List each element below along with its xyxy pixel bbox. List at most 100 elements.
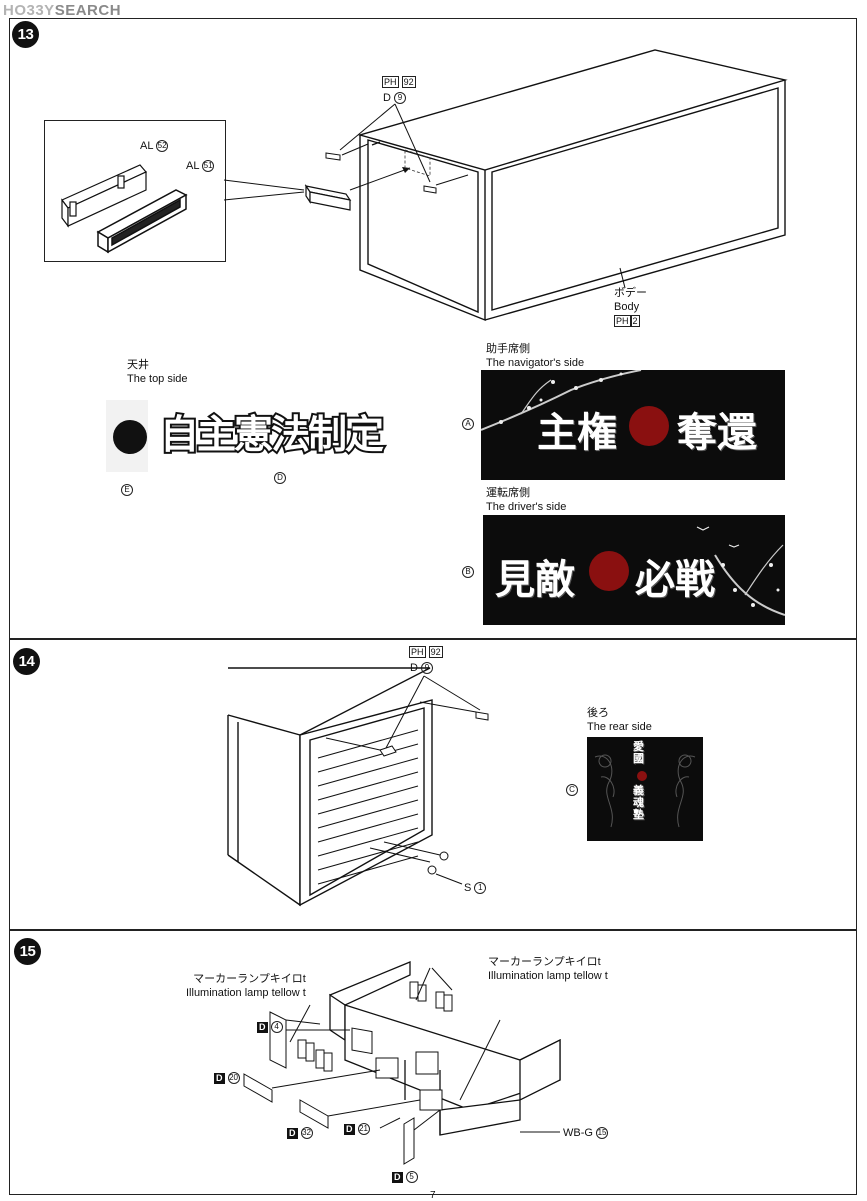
part-s1 (369, 841, 449, 875)
lamp-right-en: Illumination lamp tellow t (488, 970, 608, 982)
driver-decal: 見敵 必戦 (483, 515, 785, 625)
mark-b: B (462, 566, 474, 579)
rear-shutter (317, 729, 419, 885)
lamp-left-label: マーカーランプキイロt Illumination lamp tellow t (186, 972, 306, 1000)
navigator-left-text: 主権 (537, 409, 617, 456)
d32-number: 32 (300, 1127, 313, 1140)
clip-d9-rear (379, 711, 489, 757)
top-side-decal-text-fill: 自主憲法制定 (160, 412, 384, 458)
lamp-right-jp: マーカーランプキイロt (488, 956, 601, 968)
s-part: S (464, 882, 472, 894)
body-tag-number: 2 (630, 315, 640, 328)
d5-tag: D (392, 1171, 403, 1183)
lamp-left-jp: マーカーランプキイロt (193, 973, 306, 985)
step-15-panel (9, 929, 857, 1195)
rear-side-label: 後ろ The rear side (587, 706, 652, 734)
driver-left-text: 見敵 (495, 556, 575, 603)
driver-right-text: 必戦 (635, 556, 715, 603)
step-14-number: 14 (13, 648, 40, 675)
d32-tag: D (287, 1127, 298, 1139)
rear-top-text: 愛國 (633, 740, 644, 765)
bird-branch-icon (696, 526, 785, 616)
mark-d-circle: D (274, 472, 286, 485)
body-label-en: Body (614, 301, 640, 313)
al52-part: AL (140, 140, 154, 152)
ph-tag-14-number: 92 (428, 646, 443, 659)
ph-tag-14: PH (409, 646, 426, 659)
step-14-panel (9, 638, 857, 931)
rear-red-dot (637, 771, 647, 781)
inset-al52-label: AL 52 (140, 140, 169, 153)
al52-number: 52 (156, 140, 169, 153)
d-part-number: 9 (394, 92, 407, 105)
mark-c-circle: C (566, 784, 578, 797)
watermark-suffix: SEARCH (54, 2, 122, 19)
top-side-jp: 天井 (127, 359, 149, 371)
driver-red-dot (589, 551, 629, 591)
d-part-14: D (410, 662, 418, 674)
d-part-14-number: 9 (421, 662, 434, 675)
part-al51 (96, 189, 188, 254)
body-tag: PH (614, 315, 631, 328)
ph-tag: PH (382, 76, 399, 89)
d4-tag: D (257, 1021, 268, 1033)
al51-part: AL (186, 160, 200, 172)
navigator-right-text: 奪還 (677, 409, 757, 456)
mark-b-circle: B (462, 566, 474, 579)
marker-lamps-right (409, 981, 453, 1012)
truck-body (357, 49, 788, 322)
part-lamp-lens (304, 184, 352, 211)
driver-en: The driver's side (486, 501, 567, 513)
mark-e: E (121, 484, 133, 497)
inset-al51-label: AL 51 (186, 160, 215, 173)
watermark-brand: HO33Y (3, 2, 55, 19)
d20-number: 20 (227, 1072, 240, 1085)
al51-number: 51 (202, 160, 215, 173)
guardian-figures-icon (594, 754, 696, 828)
lamp-right-label: マーカーランプキイロt Illumination lamp tellow t (488, 955, 608, 983)
step-13-number: 13 (12, 21, 39, 48)
part-d21: D 21 (344, 1123, 370, 1136)
mark-a: A (462, 418, 474, 431)
dashboard-frame (329, 961, 561, 1136)
part-d4: D 4 (257, 1021, 283, 1034)
marker-lamps-left (297, 1039, 333, 1072)
body-label-jp: ボデー (614, 287, 647, 299)
rear-decal: 愛國 義魂塾 (587, 737, 703, 841)
top-side-decal-text: 自主憲法制定 (158, 410, 386, 460)
ph-tag-number: 92 (401, 76, 416, 89)
callout-14-part: D 9 (410, 662, 434, 675)
callout-13-tag: PH 92 (382, 76, 416, 89)
rear-side-en: The rear side (587, 721, 652, 733)
d5-number: 5 (405, 1171, 418, 1184)
step-13-inset (44, 120, 226, 262)
mark-c: C (566, 784, 578, 797)
part-al52 (61, 164, 147, 228)
d20-tag: D (214, 1072, 225, 1084)
d-part: D (383, 92, 391, 104)
part-s-label: S 1 (464, 882, 487, 895)
d21-number: 21 (357, 1123, 370, 1136)
part-d5: D 5 (392, 1171, 418, 1184)
part-d20: D 20 (214, 1072, 240, 1085)
top-side-en: The top side (127, 373, 188, 385)
dashboard-holes (351, 1027, 443, 1111)
part-d32: D 32 (287, 1127, 313, 1140)
watermark: HO33YSEARCH (3, 2, 121, 19)
navigator-decal: 主権 奪還 (481, 370, 785, 480)
page-number: 7 (430, 1190, 436, 1201)
navigator-red-dot (629, 406, 669, 446)
wb-part-number: 15 (596, 1127, 609, 1140)
wb-part: WB-G (563, 1127, 593, 1139)
blossom-branch-icon (481, 370, 642, 431)
step-14-drawing (227, 667, 489, 907)
top-side-label: 天井 The top side (127, 358, 188, 386)
navigator-jp: 助手席側 (486, 343, 530, 355)
callout-14-tag: PH 92 (409, 646, 443, 659)
rear-bottom-text: 義魂塾 (633, 784, 644, 821)
callout-13-part: D 9 (383, 92, 407, 105)
mark-d: D (274, 472, 286, 485)
d21-tag: D (344, 1123, 355, 1135)
